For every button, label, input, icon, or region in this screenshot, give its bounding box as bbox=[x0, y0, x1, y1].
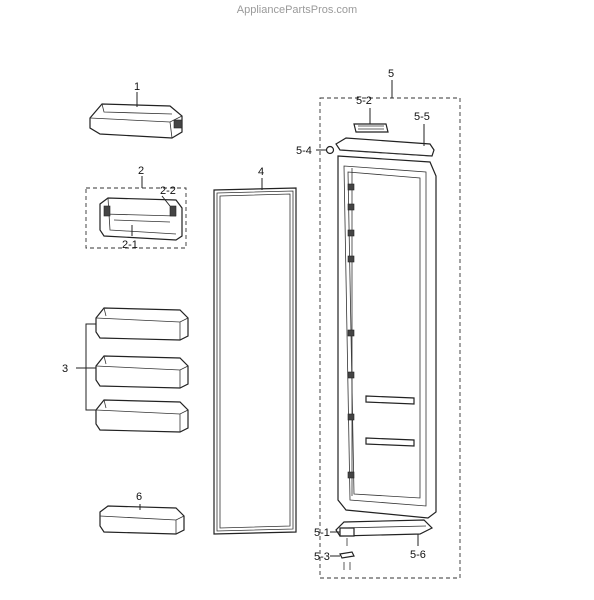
callout-4: 4 bbox=[258, 166, 264, 178]
part-1-door-bin[interactable] bbox=[89, 103, 183, 139]
part-2-bin-assembly[interactable] bbox=[99, 197, 183, 241]
assembly-5-box bbox=[319, 97, 461, 579]
part-5-2-cap[interactable] bbox=[353, 123, 389, 133]
part-6-small-bin[interactable] bbox=[99, 505, 185, 535]
part-3-bin-top[interactable] bbox=[95, 307, 189, 341]
callout-2-2: 2-2 bbox=[160, 185, 176, 197]
callout-5-3: 5-3 bbox=[314, 551, 330, 563]
part-5-4-screw[interactable] bbox=[325, 145, 335, 155]
part-5-6-bottom-cap[interactable] bbox=[335, 519, 434, 537]
callout-2-1: 2-1 bbox=[122, 239, 138, 251]
callout-2: 2 bbox=[138, 165, 144, 177]
part-3-bin-middle[interactable] bbox=[95, 355, 189, 389]
callout-5: 5 bbox=[388, 68, 394, 80]
callout-5-2: 5-2 bbox=[356, 95, 372, 107]
part-5-5-top-cap[interactable] bbox=[335, 137, 435, 157]
callout-5-6: 5-6 bbox=[410, 549, 426, 561]
part-5-door-liner[interactable] bbox=[337, 155, 437, 519]
part-3-bin-bottom[interactable] bbox=[95, 399, 189, 433]
callout-6: 6 bbox=[136, 491, 142, 503]
callout-3: 3 bbox=[62, 363, 68, 375]
callout-1: 1 bbox=[134, 81, 140, 93]
part-4-door-gasket[interactable] bbox=[213, 187, 297, 535]
part-5-3-clip[interactable] bbox=[339, 551, 355, 570]
callout-5-1: 5-1 bbox=[314, 527, 330, 539]
callout-5-5: 5-5 bbox=[414, 111, 430, 123]
watermark: AppliancePartsPros.com bbox=[236, 4, 358, 16]
assembly-2-box bbox=[85, 187, 187, 249]
part-5-1-hinge[interactable] bbox=[339, 527, 355, 546]
callout-5-4: 5-4 bbox=[296, 145, 312, 157]
